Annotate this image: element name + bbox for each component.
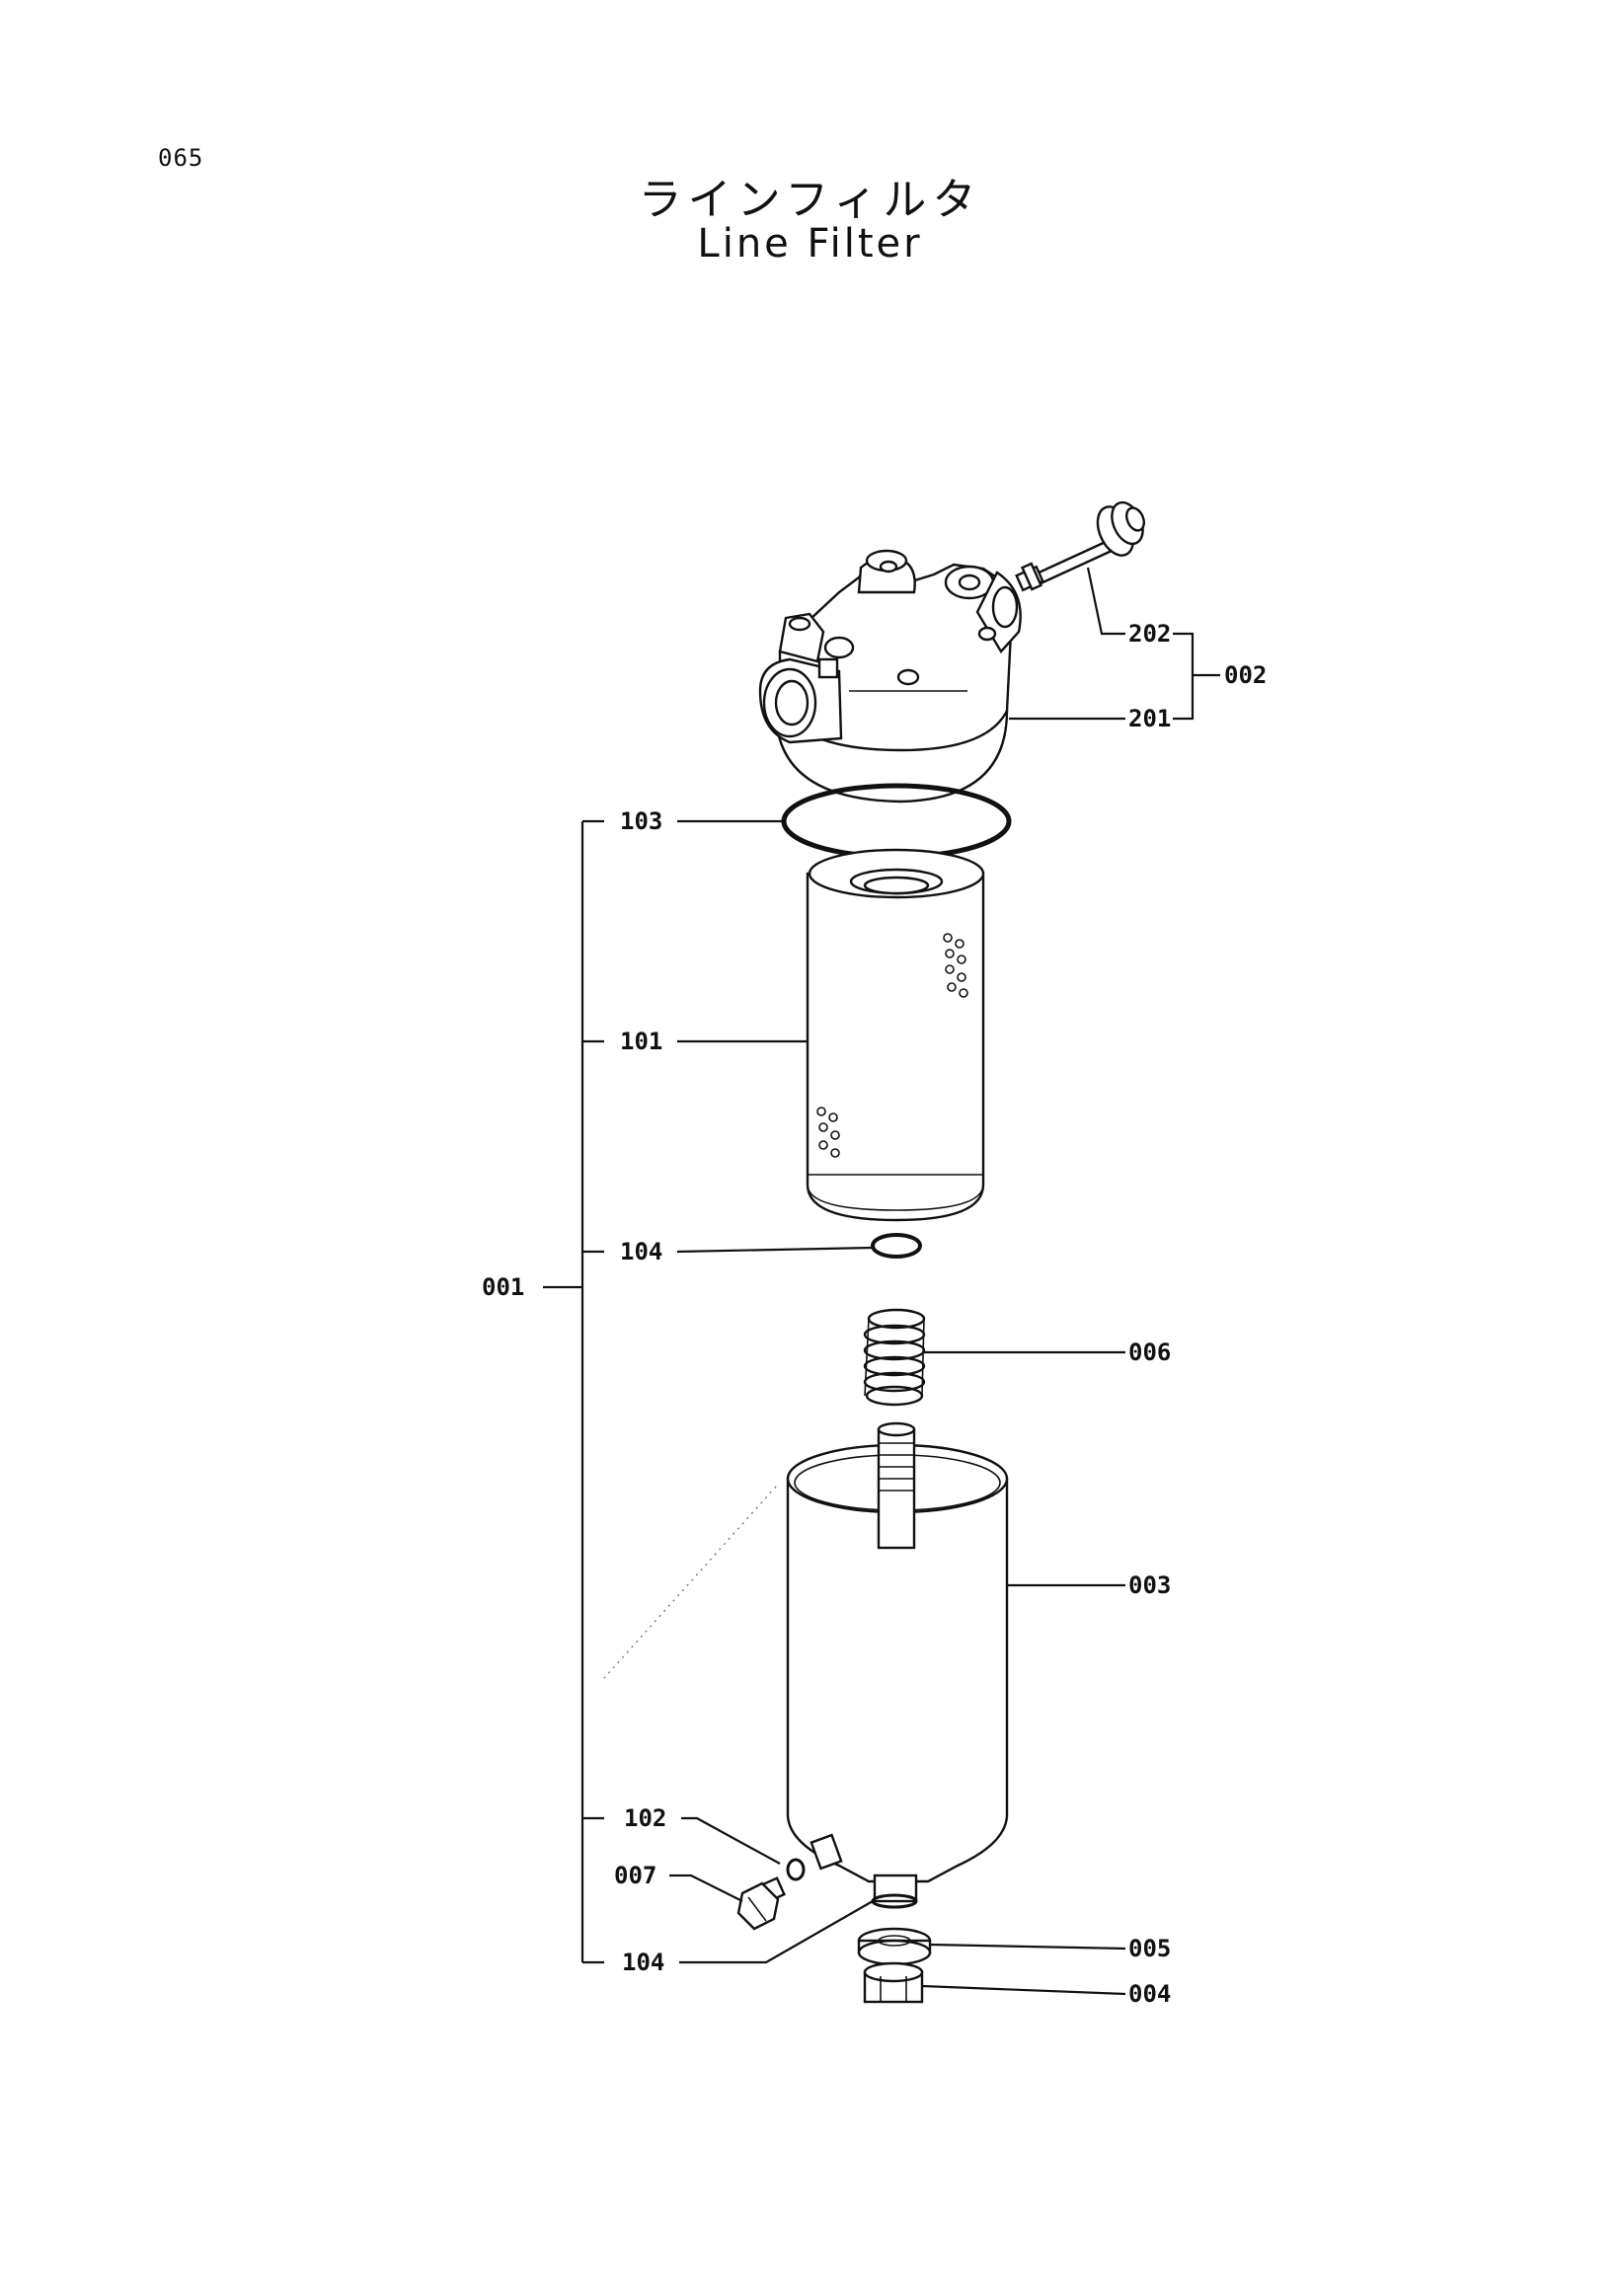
part-102-seal bbox=[786, 1858, 806, 1881]
part-003-filter-bowl bbox=[786, 1421, 1009, 1903]
page-title-japanese: ラインフィルタ bbox=[638, 175, 982, 225]
callout-104-lower: 104 bbox=[622, 1949, 664, 1976]
callout-202: 202 bbox=[1128, 620, 1171, 648]
callout-007: 007 bbox=[614, 1862, 656, 1889]
callout-003: 003 bbox=[1128, 1571, 1171, 1599]
callout-005: 005 bbox=[1128, 1935, 1171, 1962]
part-007-drain-plug bbox=[736, 1876, 786, 1931]
part-006-spring bbox=[863, 1308, 926, 1407]
page-title-english: Line Filter bbox=[697, 221, 923, 267]
callout-006: 006 bbox=[1128, 1339, 1171, 1366]
callout-103: 103 bbox=[620, 807, 662, 835]
part-202-indicator-rod bbox=[1015, 500, 1145, 592]
part-101-filter-element bbox=[806, 848, 985, 1222]
page-number: 065 bbox=[158, 144, 204, 172]
dotted-alignment-line bbox=[603, 1486, 777, 1679]
part-004-bolt bbox=[863, 1961, 924, 2004]
callout-004: 004 bbox=[1128, 1980, 1171, 2008]
part-104-small-o-ring bbox=[871, 1233, 922, 1259]
callout-102: 102 bbox=[624, 1804, 666, 1832]
leader-lines bbox=[543, 567, 1220, 1996]
callout-002: 002 bbox=[1224, 661, 1267, 689]
part-005-washer bbox=[857, 1927, 932, 1966]
callout-104-upper: 104 bbox=[620, 1238, 662, 1265]
part-201-filter-head bbox=[758, 549, 1022, 804]
callout-101: 101 bbox=[620, 1028, 662, 1055]
callout-001: 001 bbox=[482, 1273, 524, 1301]
callout-201: 201 bbox=[1128, 705, 1171, 732]
